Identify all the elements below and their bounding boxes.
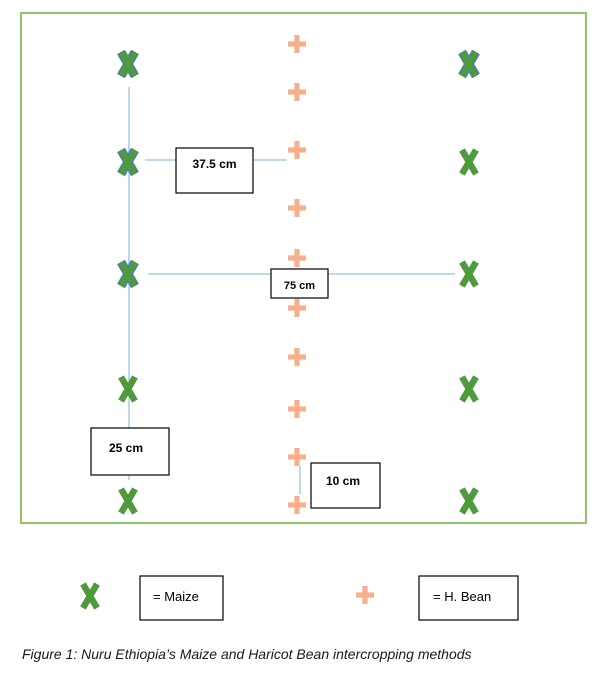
column-spacing-box: 75 cm [270,268,329,299]
maize-plant-icon [121,52,135,76]
bean-plant-icon [288,448,306,466]
maize-spacing-box: 25 cm [90,427,170,476]
bean-plant-icon [288,348,306,366]
maize-plant-icon [462,377,476,401]
column-spacing-label: 75 cm [284,280,315,292]
maize-plant-icon [462,262,476,286]
maize-plant-icon [121,262,135,286]
maize-plant-icon [462,489,476,513]
legend: = Maize = H. Bean [83,575,519,621]
legend-maize-label: = Maize [153,589,199,604]
bean-spacing-label: 10 cm [326,474,360,488]
bean-spacing-box: 10 cm [310,462,381,509]
bean-plant-icon [288,496,306,514]
maize-plant-icon [462,52,476,76]
bean-plant-icon [288,35,306,53]
maize-plant-icon [121,489,135,513]
legend-maize-icon [83,584,97,608]
legend-bean-icon [356,586,374,604]
bean-plant-icon [288,400,306,418]
maize-plant-icon [462,150,476,174]
bean-plant-icon [288,199,306,217]
legend-bean-label: = H. Bean [433,589,491,604]
figure-caption: Figure 1: Nuru Ethiopia’s Maize and Hari… [22,646,472,662]
bean-plant-icon [288,299,306,317]
maize-plant-icon [121,377,135,401]
field-border [20,12,587,524]
bean-plant-icon [288,83,306,101]
row-spacing-box: 37.5 cm [175,147,254,194]
maize-spacing-label: 25 cm [109,441,143,455]
maize-plant-icon [121,150,135,174]
row-spacing-label: 37.5 cm [192,157,236,171]
bean-plant-icon [288,249,306,267]
bean-plant-icon [288,141,306,159]
